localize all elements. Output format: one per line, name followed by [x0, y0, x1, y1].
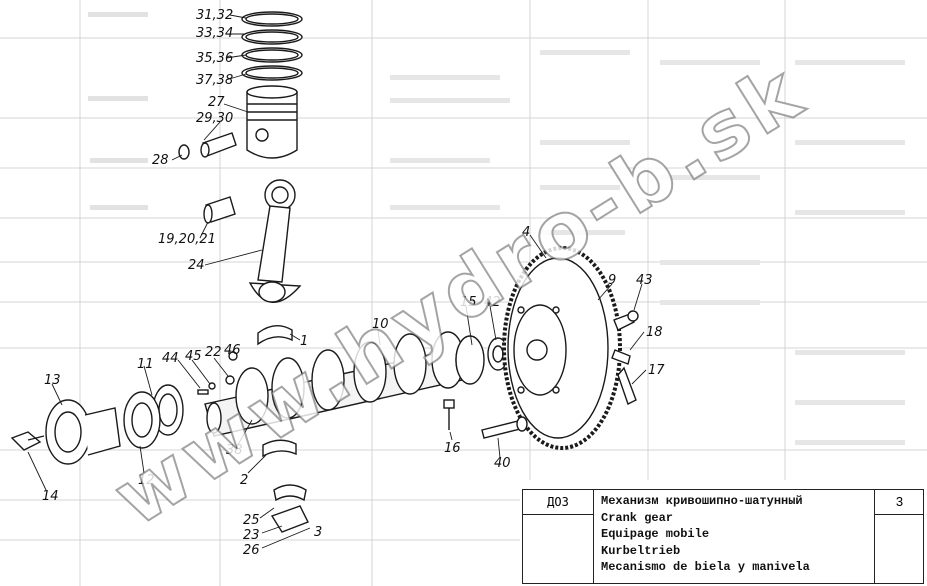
leader-lines: [27, 14, 647, 549]
callout-3: 3: [314, 525, 322, 540]
callout-13: 13: [44, 373, 61, 388]
callout-31-32: 31,32: [196, 8, 233, 23]
callout-35-36: 35,36: [196, 51, 233, 66]
title-es: Mecanismo de biela y manivela: [601, 560, 810, 574]
callout-19-20-21: 19,20,21: [158, 232, 216, 247]
callout-labels: 31,32 33,34 35,36 37,38 27 29,30 28 19,2…: [42, 8, 665, 558]
crankshaft: [204, 331, 481, 437]
piston: [246, 85, 298, 159]
title-de: Kurbeltrieb: [601, 543, 681, 558]
callout-44: 44: [162, 351, 179, 366]
callout-22: 22: [205, 345, 222, 360]
callout-16: 16: [444, 441, 461, 456]
flywheel-bolt: [481, 416, 528, 439]
callout-40: 40: [494, 456, 511, 471]
callout-15: 15: [460, 295, 477, 310]
callout-9: 9: [608, 273, 616, 288]
sheet-number: 3: [874, 490, 924, 515]
drawing-code: ДОЗ: [523, 490, 594, 515]
callout-27: 27: [208, 95, 225, 110]
callout-26: 26: [243, 543, 260, 558]
title-en: Crank gear: [601, 510, 674, 525]
callout-43: 43: [636, 273, 653, 288]
callout-18: 18: [646, 325, 663, 340]
crankshaft-gear: [123, 384, 184, 449]
title-ru: Механизм кривошипно-шатунный: [601, 494, 803, 508]
rear-oil-seal: [455, 335, 509, 385]
title-block-cell: [523, 514, 594, 583]
callout-24: 24: [188, 258, 205, 273]
callout-4: 4: [522, 225, 530, 240]
connecting-rod: [248, 179, 302, 303]
bearing-shells: [257, 325, 309, 533]
callout-1: 1: [300, 334, 308, 349]
callout-42: 42: [484, 295, 501, 310]
piston-rings: [241, 11, 303, 81]
background-ghost-text: [88, 12, 905, 445]
piston-pin: [178, 132, 237, 160]
callout-33-34: 33,34: [196, 26, 233, 41]
flywheel: [502, 246, 622, 450]
title-list: Механизм кривошипно-шатунный Crank gear …: [601, 493, 871, 576]
callout-29-30: 29,30: [196, 111, 233, 126]
callout-11: 11: [137, 357, 154, 372]
starter-ratchet-bolt: [10, 431, 45, 451]
callout-14: 14: [42, 489, 59, 504]
callout-45: 45: [185, 349, 202, 364]
connecting-rod-bushing: [203, 196, 236, 224]
callout-10: 10: [372, 317, 389, 332]
callout-28: 28: [152, 153, 169, 168]
callout-23: 23: [243, 528, 260, 543]
callout-38: 38: [226, 443, 243, 458]
callout-17: 17: [648, 363, 665, 378]
bolt-16: [443, 399, 455, 430]
small-parts: [197, 351, 238, 395]
title-fr: Equipage mobile: [601, 527, 710, 541]
title-block-cell-right: [874, 514, 924, 583]
lock-plates: [611, 310, 639, 405]
title-block: ДОЗ Механизм кривошипно-шатунный Crank g…: [522, 489, 924, 584]
callout-46: 46: [224, 343, 241, 358]
callout-12: 12: [138, 473, 155, 488]
callout-2: 2: [240, 473, 248, 488]
front-hub: [45, 399, 121, 465]
callout-37-38: 37,38: [196, 73, 233, 88]
callout-25: 25: [243, 513, 260, 528]
